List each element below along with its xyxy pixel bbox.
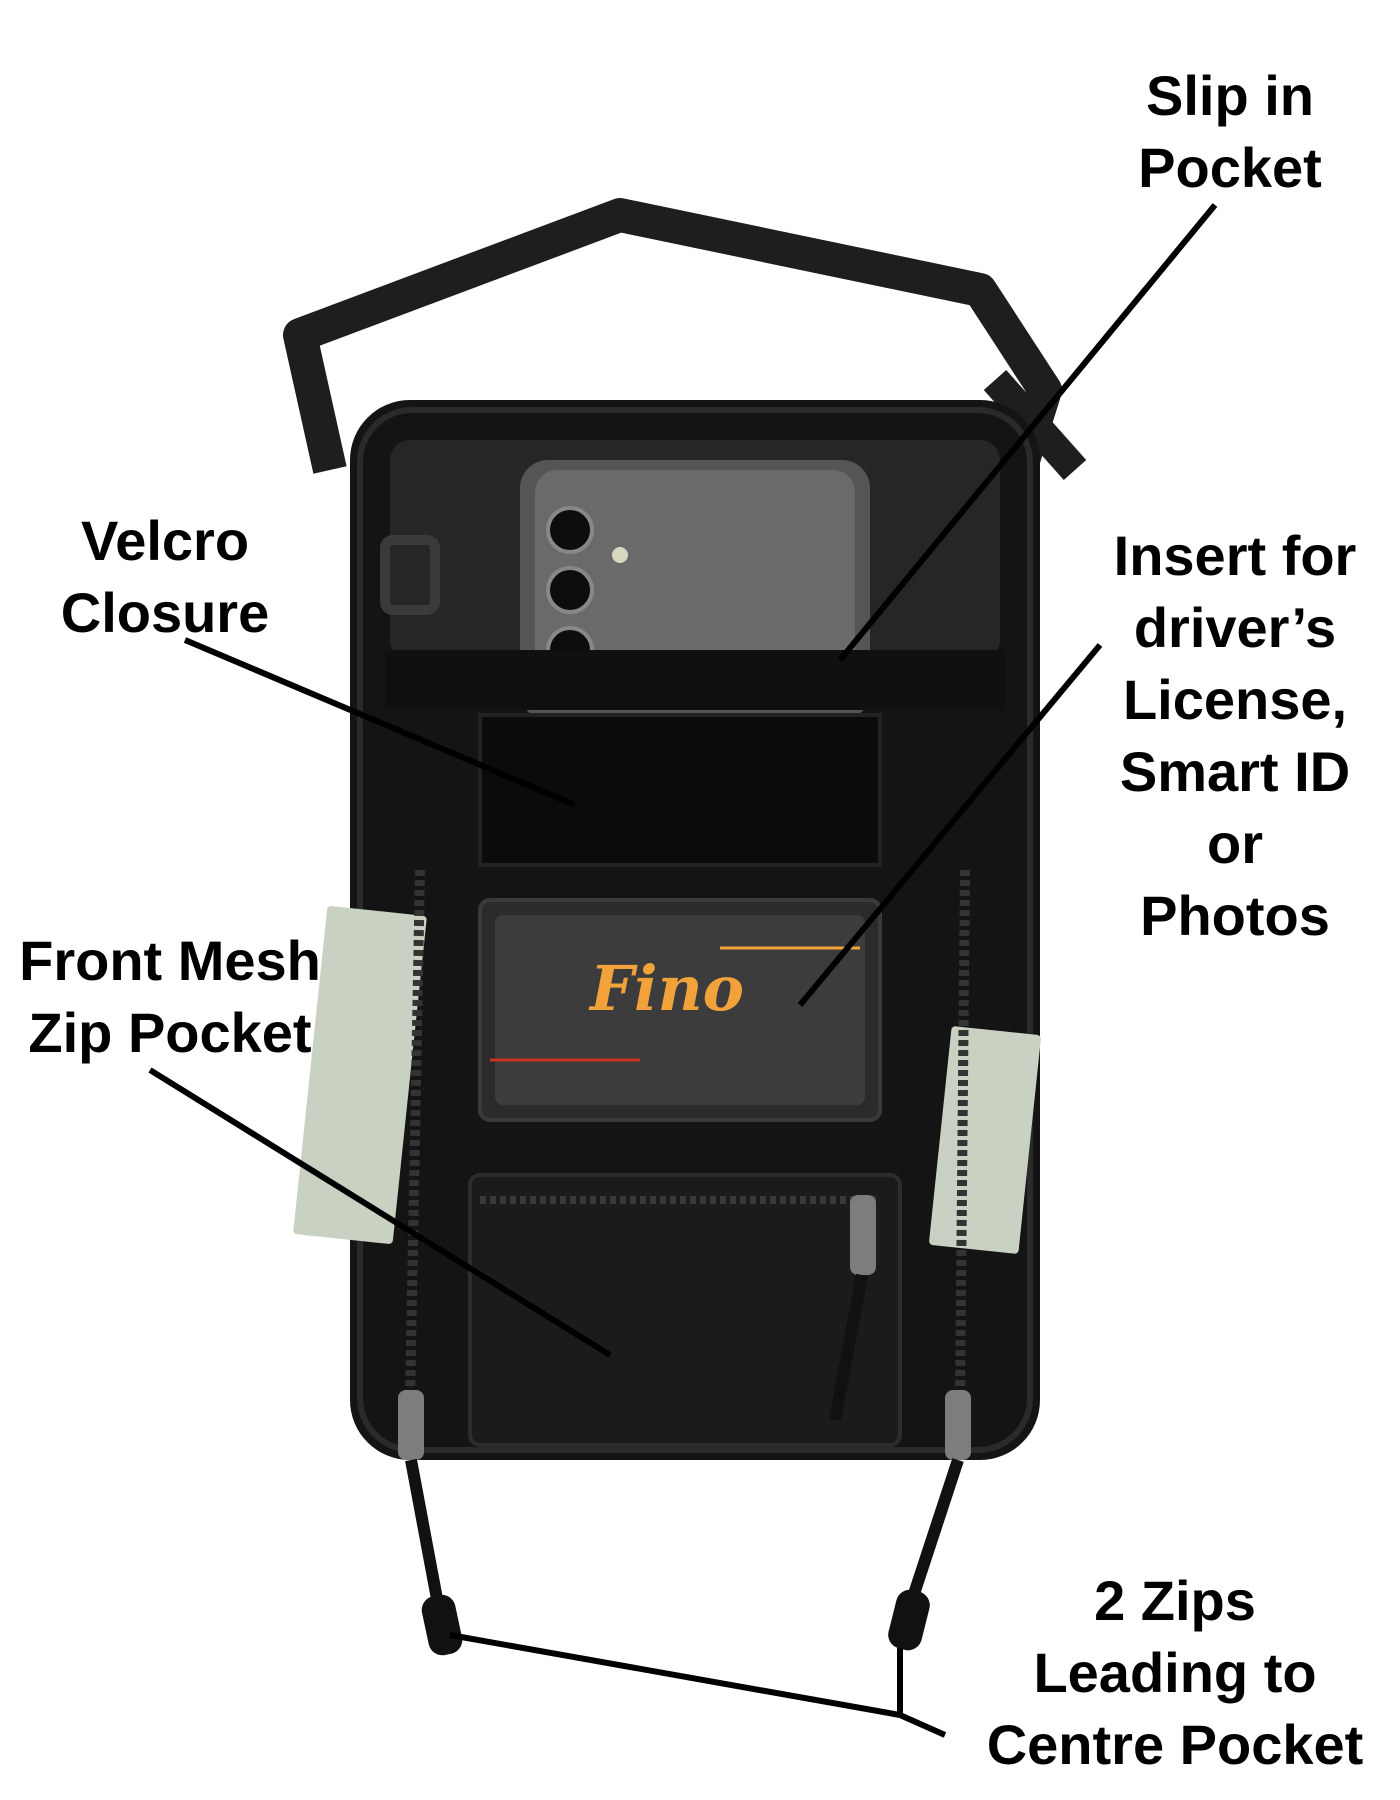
card-brand-logo: Fino [588, 952, 744, 1025]
callout-front-mesh: Front Mesh Zip Pocket [0, 925, 340, 1069]
zip-cord-right [906, 1458, 964, 1602]
dollar-bill-left [293, 906, 427, 1244]
zip-right [955, 869, 970, 1401]
zip-left [405, 869, 425, 1401]
callout-slip-line2: Pocket [1138, 136, 1322, 199]
callout-insert-line3: License, [1122, 668, 1348, 731]
camera-flash [612, 547, 628, 563]
callout-line-mesh [148, 1067, 612, 1358]
callout-line-slip [837, 203, 1218, 662]
zip-pull-left [398, 1390, 424, 1460]
callout-line-velcro [183, 637, 577, 808]
zip-cord-left [405, 1458, 446, 1617]
callout-insert: Insert for driver’s License, Smart ID or… [1100, 520, 1370, 952]
callout-slip-line1: Slip in [1146, 64, 1314, 127]
id-card [495, 915, 865, 1105]
zip-cord-center [829, 1273, 868, 1422]
callout-zips-line3: Centre Pocket [986, 1713, 1364, 1776]
callout-zips-line1: 2 Zips [1094, 1569, 1256, 1632]
callout-mesh-line2: Zip Pocket [28, 1001, 312, 1064]
neck-strap [283, 198, 1062, 476]
zip-tab-right [888, 1589, 930, 1651]
callout-zips-line2: Leading to [1033, 1641, 1317, 1704]
zip-pull-right [945, 1390, 971, 1460]
dollar-bill-right [929, 1026, 1041, 1254]
callout-velcro-line1: Velcro [80, 509, 250, 572]
front-mesh-pocket [468, 1173, 902, 1447]
camera-lens-2 [546, 566, 594, 614]
camera-lens-1 [546, 506, 594, 554]
zip-tab-left [421, 1594, 463, 1656]
callout-velcro-line2: Closure [60, 581, 270, 644]
zip-pull-center [850, 1195, 876, 1275]
callout-line-insert [797, 643, 1103, 1007]
slip-pocket-flap [385, 650, 1005, 710]
callout-velcro-closure: Velcro Closure [45, 505, 285, 649]
side-buckle [380, 535, 440, 615]
callout-insert-line6: Photos [1140, 884, 1330, 947]
callout-two-zips: 2 Zips Leading to Centre Pocket [965, 1565, 1385, 1781]
callout-insert-line2: driver’s [1133, 596, 1337, 659]
callout-mesh-line1: Front Mesh [19, 929, 321, 992]
callout-line-zips [449, 1632, 947, 1738]
callout-slip-in-pocket: Slip in Pocket [1100, 60, 1360, 204]
callout-insert-line5: or [1207, 812, 1263, 875]
callout-insert-line4: Smart ID [1119, 740, 1351, 803]
callout-insert-line1: Insert for [1113, 524, 1357, 587]
